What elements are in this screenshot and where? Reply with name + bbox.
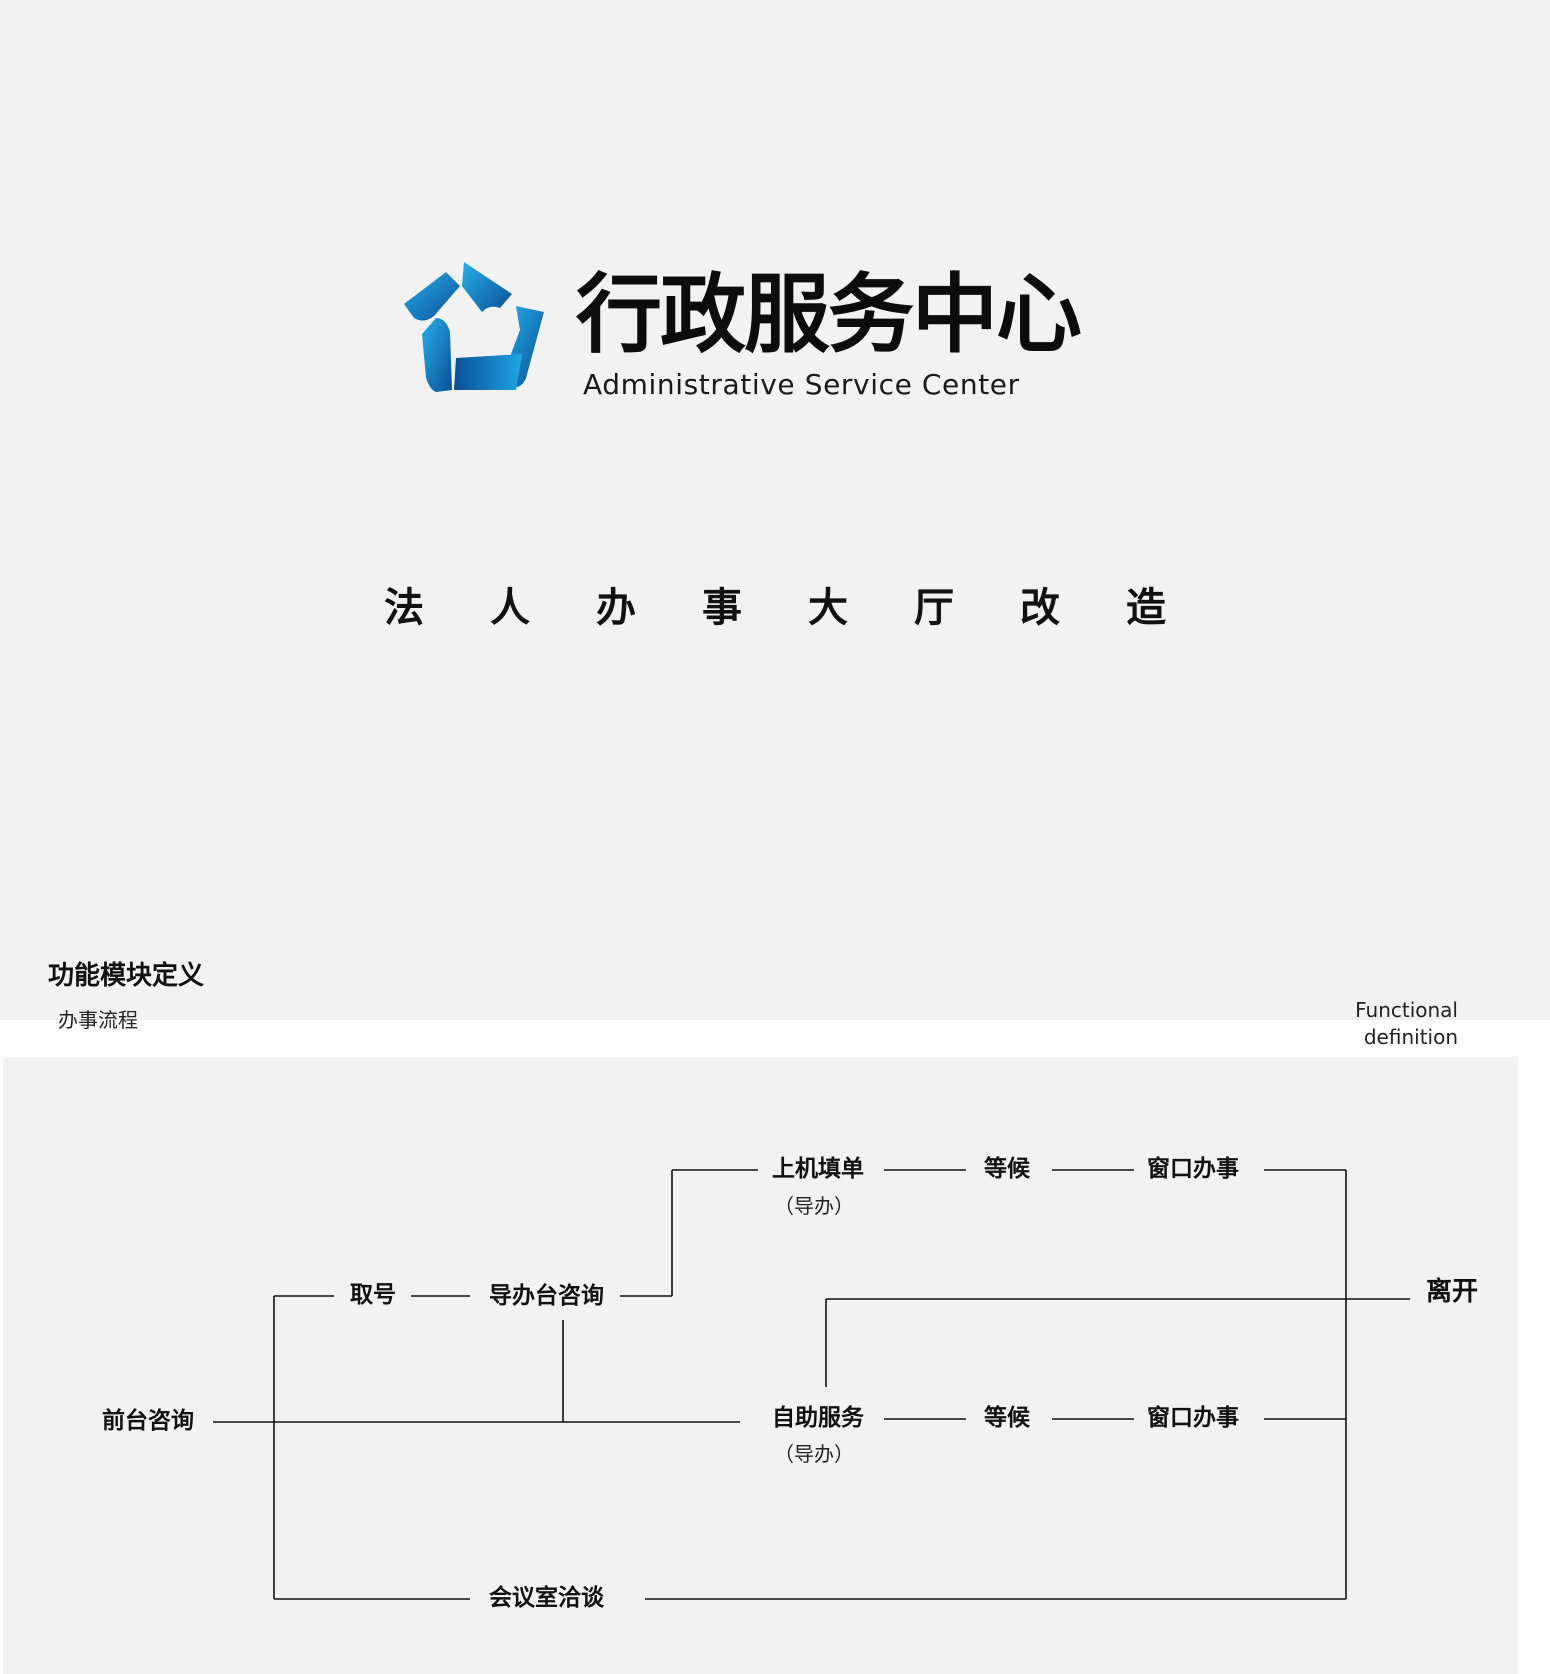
page-title: 法人办事大厅改造 (384, 585, 1232, 631)
node-leave: 离开 (1426, 1277, 1479, 1307)
node-meeting-room: 会议室洽谈 (489, 1585, 604, 1611)
node-window-1: 窗口办事 (1147, 1156, 1239, 1182)
section-english-line-2: definition (1363, 1025, 1458, 1049)
section-subtitle: 办事流程 (58, 1008, 138, 1032)
cover-panel (0, 0, 1550, 1020)
logo-name-en: Administrative Service Center (583, 368, 1020, 401)
node-self-service-note: （导办） (774, 1442, 854, 1466)
node-wait-2: 等候 (984, 1405, 1030, 1431)
node-self-service: 自助服务 (772, 1405, 864, 1431)
section-english-label: Functional definition (1330, 997, 1458, 1051)
node-window-2: 窗口办事 (1147, 1405, 1239, 1431)
section-english-line-1: Functional (1355, 998, 1458, 1022)
node-front-desk: 前台咨询 (102, 1408, 194, 1434)
logo-name-cn: 行政服务中心 (576, 264, 1082, 365)
node-take-number: 取号 (350, 1282, 396, 1308)
node-online-form-note: （导办） (774, 1194, 854, 1218)
node-online-form: 上机填单 (772, 1156, 864, 1182)
section-title: 功能模块定义 (48, 961, 205, 991)
node-wait-1: 等候 (984, 1156, 1030, 1182)
node-guide-desk: 导办台咨询 (489, 1283, 604, 1309)
logo-emblem-icon (404, 262, 544, 392)
flowchart-panel (3, 1057, 1518, 1674)
